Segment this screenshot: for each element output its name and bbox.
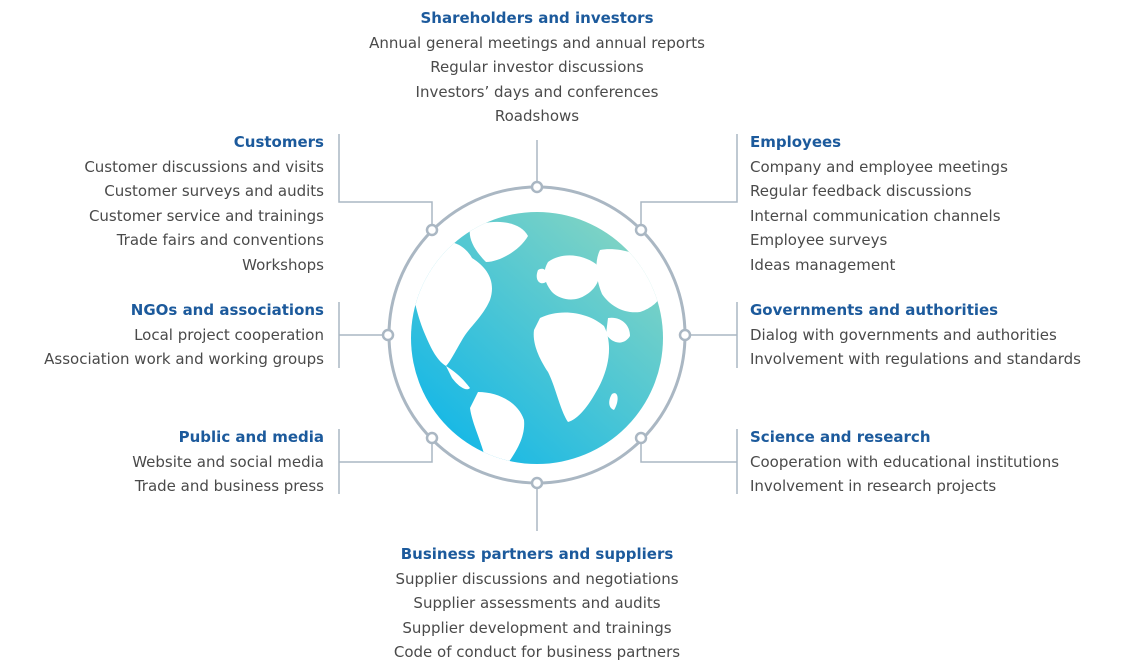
group-title: NGOs and associations xyxy=(130,301,324,319)
group-item: Supplier discussions and negotiations xyxy=(395,569,679,588)
group-item: Supplier development and trainings xyxy=(402,618,672,637)
group-title: Business partners and suppliers xyxy=(400,545,674,563)
group-item: Dialog with governments and authorities xyxy=(750,325,1057,344)
group-item: Supplier assessments and audits xyxy=(413,594,661,612)
group-item: Code of conduct for business partners xyxy=(393,643,681,661)
group-title: Science and research xyxy=(750,428,931,446)
group-item: Employee surveys xyxy=(750,231,888,249)
group-item: Company and employee meetings xyxy=(750,157,1008,176)
ring-nodes xyxy=(381,180,692,490)
group-title: Public and media xyxy=(178,428,324,446)
group-item: Customer discussions and visits xyxy=(84,157,324,176)
connector-top-left xyxy=(338,134,433,230)
connector-bottom-left xyxy=(338,429,433,494)
group-item: Trade fairs and conventions xyxy=(116,231,324,249)
node-top-right xyxy=(634,223,648,237)
group-title: Employees xyxy=(750,133,842,151)
group-item: Annual general meetings and annual repor… xyxy=(369,33,705,52)
group-item: Association work and working groups xyxy=(44,350,324,368)
node-top xyxy=(530,180,544,194)
connector-mid-left xyxy=(338,302,388,368)
connector-top-right xyxy=(640,134,738,230)
group-public-media: Public and media Website and social medi… xyxy=(132,425,324,499)
group-item: Customer surveys and audits xyxy=(104,182,324,200)
group-title: Governments and authorities xyxy=(750,301,999,319)
group-science: Science and research Cooperation with ed… xyxy=(750,425,1059,499)
group-item: Involvement with regulations and standar… xyxy=(750,350,1081,368)
group-business-partners: Business partners and suppliers Supplier… xyxy=(394,542,680,665)
group-item: Customer service and trainings xyxy=(88,206,324,225)
group-item: Internal communication channels xyxy=(750,206,1001,225)
group-title: Shareholders and investors xyxy=(420,9,654,27)
node-bottom-left xyxy=(425,431,439,445)
group-item: Trade and business press xyxy=(134,477,324,495)
group-item: Cooperation with educational institution… xyxy=(750,452,1060,471)
group-title: Customers xyxy=(233,133,324,151)
group-item: Website and social media xyxy=(132,452,324,471)
node-bottom xyxy=(530,476,544,490)
group-item: Regular feedback discussions xyxy=(750,182,972,200)
group-item: Ideas management xyxy=(750,255,896,274)
group-item: Workshops xyxy=(242,255,324,274)
group-shareholders: Shareholders and investors Annual genera… xyxy=(369,6,705,129)
globe-icon xyxy=(411,212,663,464)
group-item: Local project cooperation xyxy=(134,325,324,344)
node-top-left xyxy=(425,223,439,237)
group-governments: Governments and authorities Dialog with … xyxy=(750,298,1081,372)
group-customers: Customers Customer discussions and visit… xyxy=(84,130,324,277)
connector-bottom-right xyxy=(640,429,738,494)
group-ngos: NGOs and associations Local project coop… xyxy=(44,298,324,372)
group-employees: Employees Company and employee meetings … xyxy=(750,130,1008,277)
group-item: Roadshows xyxy=(494,107,580,125)
node-bottom-right xyxy=(634,431,648,445)
node-mid-right xyxy=(678,328,692,342)
group-item: Investors’ days and conferences xyxy=(415,82,659,101)
group-item: Regular investor discussions xyxy=(430,58,644,76)
connector-mid-right xyxy=(685,302,738,368)
node-mid-left xyxy=(381,328,395,342)
group-item: Involvement in research projects xyxy=(750,477,997,495)
connector-lines xyxy=(338,134,738,531)
